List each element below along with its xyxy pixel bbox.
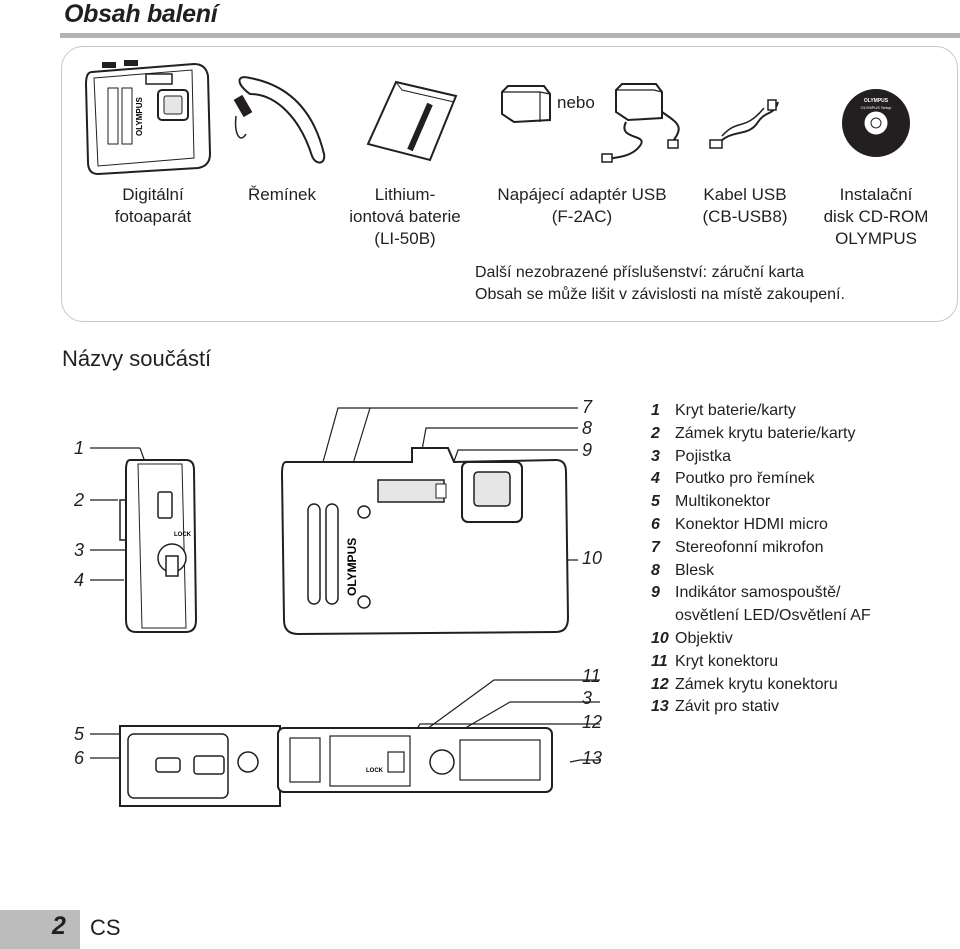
language-code: CS (90, 915, 121, 940)
item-label-usb-adapter: Napájecí adaptér USB(F-2AC) (497, 185, 667, 226)
usb-adapter-cable-illustration (601, 83, 680, 163)
item-label-battery: Lithium-iontová baterie(LI-50B) (349, 185, 461, 248)
callout-5: 5 (74, 724, 85, 744)
lock-label: LOCK (174, 532, 192, 538)
cd-brand-text: OLYMPUS (864, 98, 889, 104)
camera-front-view: OLYMPUS (280, 407, 578, 636)
camera-illustration: OLYMPUS (84, 60, 212, 176)
note-contents-vary: Obsah se může lišit v závislosti na míst… (475, 286, 845, 303)
section-title: Obsah balení (64, 0, 218, 28)
camera-bottom-view: LOCK (277, 679, 600, 793)
callout-2: 2 (74, 490, 85, 510)
page-number: 2 (52, 912, 66, 940)
usb-adapter-illustration (501, 85, 551, 124)
front-brand-text: OLYMPUS (345, 538, 359, 596)
callout-1: 1 (74, 438, 85, 458)
callout-12: 12 (582, 712, 603, 732)
connector-closeup (90, 725, 281, 807)
item-label-strap: Řemínek (247, 185, 317, 204)
callout-6: 6 (74, 748, 85, 768)
parts-heading: Názvy součástí (62, 346, 212, 371)
cd-sub-text: OLYMPUS Setup (861, 105, 893, 110)
callout-11: 11 (582, 666, 601, 686)
callout-3b: 3 (582, 688, 593, 708)
list-item-continuation: osvětlení LED/Osvětlení AF (675, 607, 871, 625)
or-label: nebo (557, 93, 595, 112)
cd-rom-illustration: OLYMPUS OLYMPUS Setup (842, 89, 910, 157)
callout-10: 10 (582, 548, 603, 568)
note-other-accessories: Další nezobrazené příslušenství: záruční… (475, 264, 805, 281)
callout-7: 7 (582, 397, 593, 417)
camera-side-view: LOCK (90, 447, 198, 633)
callout-4: 4 (74, 570, 85, 590)
usb-cable-illustration (709, 99, 779, 149)
camera-brand-text: OLYMPUS (135, 97, 144, 136)
strap-illustration (233, 76, 326, 164)
package-contents-box (61, 46, 958, 322)
page-tab (0, 910, 80, 949)
callout-3: 3 (74, 540, 85, 560)
title-rule (60, 33, 960, 38)
bottom-lock-label: LOCK (366, 768, 384, 774)
callout-9: 9 (582, 440, 593, 460)
callout-13: 13 (582, 748, 603, 768)
battery-illustration (366, 80, 458, 162)
item-label-usb-cable: Kabel USB(CB-USB8) (702, 185, 788, 226)
callout-8: 8 (582, 418, 593, 438)
